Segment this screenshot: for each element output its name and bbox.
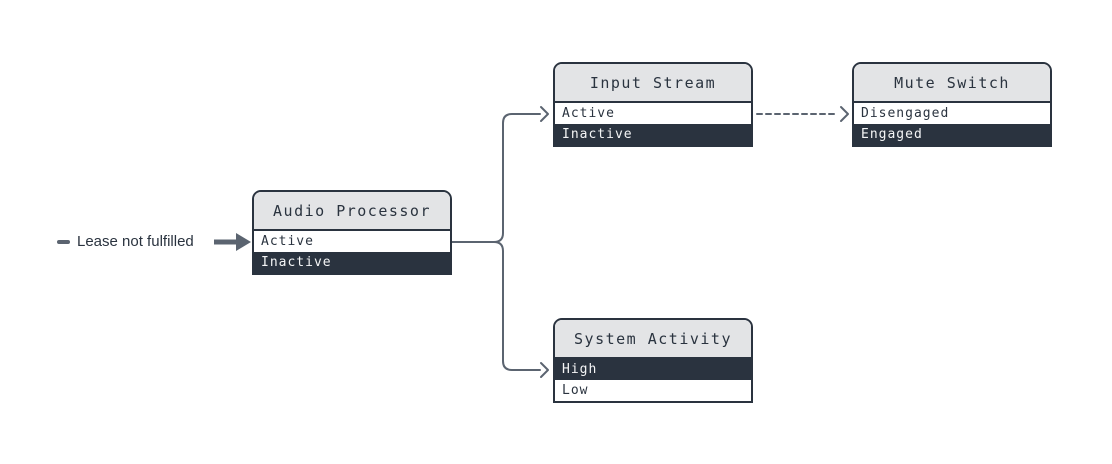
node-row-system-activity-high[interactable]: High <box>555 359 751 380</box>
node-title-input-stream: Input Stream <box>555 64 751 103</box>
edge-audio-to-system-activity <box>493 241 541 371</box>
node-audio-processor[interactable]: Audio Processor Active Inactive <box>252 190 452 275</box>
node-title-audio-processor: Audio Processor <box>254 192 450 231</box>
annotation-label: Lease not fulfilled <box>77 233 194 250</box>
node-row-audio-processor-active[interactable]: Active <box>254 231 450 252</box>
arrowhead-mute-switch-icon <box>840 106 849 122</box>
arrowhead-system-activity-icon <box>540 362 549 378</box>
node-row-input-stream-active[interactable]: Active <box>555 103 751 124</box>
node-row-input-stream-inactive[interactable]: Inactive <box>555 124 751 145</box>
node-system-activity[interactable]: System Activity High Low <box>553 318 753 403</box>
node-input-stream[interactable]: Input Stream Active Inactive <box>553 62 753 147</box>
node-row-mute-switch-engaged[interactable]: Engaged <box>854 124 1050 145</box>
node-title-mute-switch: Mute Switch <box>854 64 1050 103</box>
arrowhead-input-stream-icon <box>540 106 549 122</box>
node-title-system-activity: System Activity <box>555 320 751 359</box>
node-row-system-activity-low[interactable]: Low <box>555 380 751 401</box>
annotation-arrow-head-icon <box>236 233 251 251</box>
node-row-mute-switch-disengaged[interactable]: Disengaged <box>854 103 1050 124</box>
node-row-audio-processor-inactive[interactable]: Inactive <box>254 252 450 273</box>
edge-audio-to-input-stream <box>493 113 541 243</box>
node-mute-switch[interactable]: Mute Switch Disengaged Engaged <box>852 62 1052 147</box>
